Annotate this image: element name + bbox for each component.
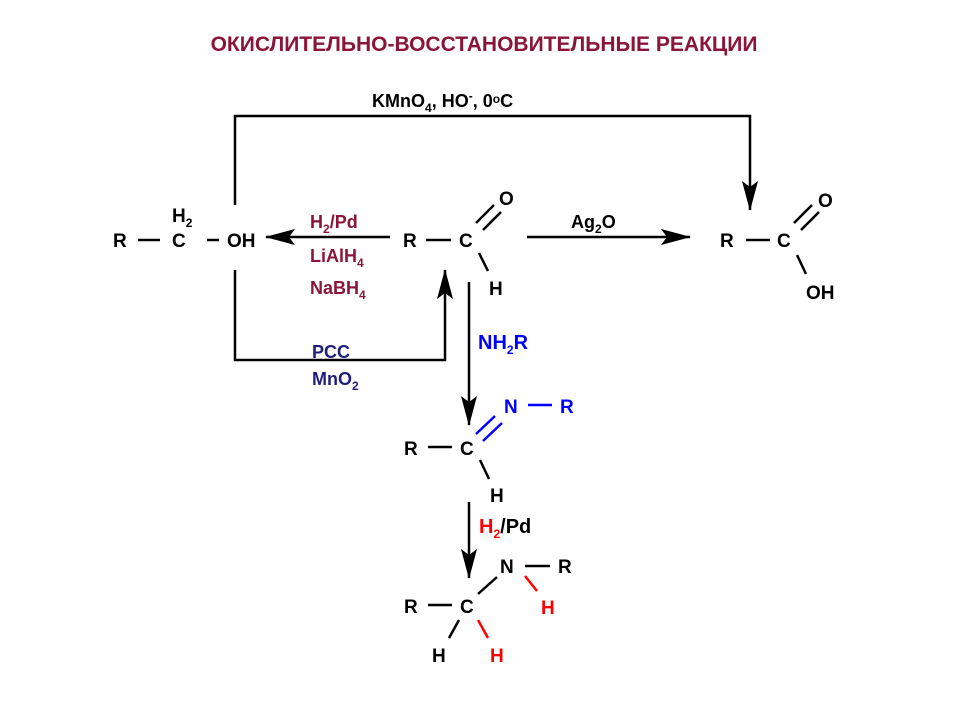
amine-molecule: N R H R C H H bbox=[404, 557, 572, 667]
lialh4-label: LiAlH4 bbox=[310, 246, 364, 270]
alcohol-molecule: R H2 C OH bbox=[113, 206, 256, 252]
acid-r: R bbox=[720, 231, 734, 252]
alcohol-c: C bbox=[172, 231, 186, 252]
amine-h-red-bottom: H bbox=[490, 646, 504, 667]
imine-r-top: R bbox=[560, 397, 574, 418]
amine-h-red-right: H bbox=[541, 598, 555, 619]
h2pd-label: H2/Pd bbox=[310, 212, 358, 236]
alcohol-h2: H2 bbox=[172, 206, 193, 230]
page-title: ОКИСЛИТЕЛЬНО-ВОССТАНОВИТЕЛЬНЫЕ РЕАКЦИИ bbox=[211, 33, 758, 56]
amine-r: R bbox=[404, 597, 418, 618]
alcohol-r: R bbox=[113, 231, 127, 252]
imine-r: R bbox=[404, 439, 418, 460]
imine-c: C bbox=[460, 439, 474, 460]
pcc-label: PCC bbox=[312, 342, 350, 362]
h2pd-bottom-label: H2/Pd bbox=[479, 516, 531, 541]
amine-n: N bbox=[500, 557, 514, 578]
amine-c: C bbox=[460, 597, 474, 618]
aldehyde-o: O bbox=[499, 189, 514, 210]
imine-n: N bbox=[504, 397, 518, 418]
amine-r-top: R bbox=[558, 557, 572, 578]
mno2-label: MnO2 bbox=[312, 369, 359, 393]
acid-oh: OH bbox=[806, 283, 835, 304]
aldehyde-molecule: R C O H bbox=[403, 189, 514, 300]
acid-o: O bbox=[818, 191, 833, 212]
alcohol-oh: OH bbox=[227, 231, 256, 252]
nh2r-label: NH2R bbox=[478, 332, 529, 357]
imine-molecule: N R R C H bbox=[404, 397, 574, 507]
pcc-arrow bbox=[233, 269, 453, 362]
kmno4-label: KMnO4, HO-, 0oC bbox=[372, 89, 513, 115]
acid-c: C bbox=[777, 231, 791, 252]
ag2o-label: Ag2O bbox=[571, 212, 616, 236]
aldehyde-r: R bbox=[403, 231, 417, 252]
nabh4-label: NaBH4 bbox=[310, 278, 366, 302]
acid-molecule: R C O OH bbox=[720, 191, 835, 304]
imine-h: H bbox=[490, 486, 504, 507]
amine-h-left: H bbox=[432, 646, 446, 667]
aldehyde-h: H bbox=[489, 279, 503, 300]
kmno4-arrow bbox=[233, 114, 758, 211]
aldehyde-c: C bbox=[459, 231, 473, 252]
